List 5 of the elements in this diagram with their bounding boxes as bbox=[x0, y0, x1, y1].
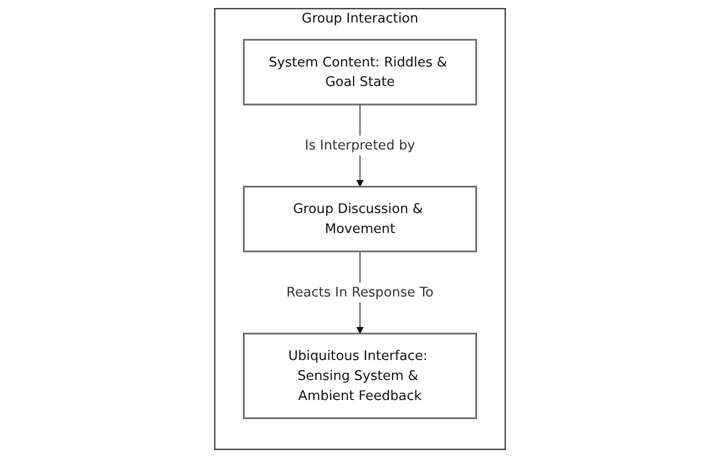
edge-label: Reacts In Response To bbox=[286, 284, 434, 300]
node-box: System Content: Riddles & Goal State bbox=[242, 38, 478, 106]
node-box: Ubiquitous Interface: Sensing System & Ambient Feedback bbox=[242, 332, 478, 420]
node-box: Group Discussion & Movement bbox=[242, 186, 478, 252]
edge-label: Is Interpreted by bbox=[304, 137, 416, 154]
